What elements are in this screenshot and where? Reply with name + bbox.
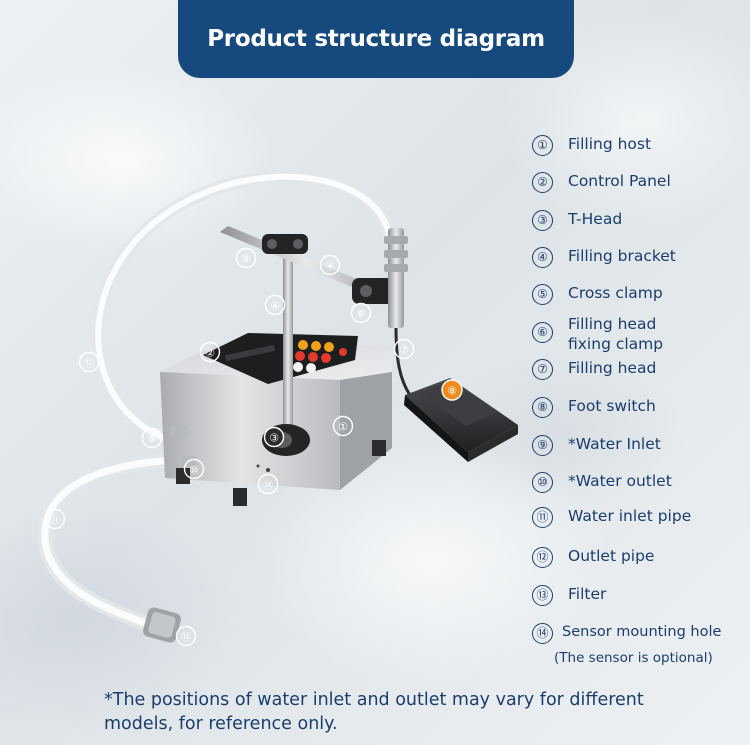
badge-5: ⑤ — [235, 247, 257, 269]
badge-7: ⑦ — [393, 338, 415, 360]
legend-item-filter: ⑬ Filter — [532, 584, 606, 606]
sensor-optional-note: (The sensor is optional) — [554, 650, 713, 666]
legend-number: ⑪ — [532, 507, 553, 528]
svg-text:⑬: ⑬ — [181, 632, 191, 644]
legend-item-filling-host: ① Filling host — [532, 134, 651, 156]
legend-label: Filling host — [568, 135, 652, 153]
legend-label: Filling head — [568, 359, 657, 377]
legend-label: Sensor mounting hole — [562, 624, 722, 640]
svg-text:⑧: ⑧ — [447, 385, 457, 398]
legend-number: ⑫ — [532, 547, 553, 568]
legend-number: ① — [532, 135, 553, 156]
filling-host — [160, 345, 392, 506]
filling-head — [384, 228, 412, 396]
legend-number: ⑨ — [532, 435, 553, 456]
legend-item-control-panel: ② Control Panel — [532, 171, 671, 193]
legend-item-outlet-pipe: ⑫ Outlet pipe — [532, 546, 654, 568]
legend-item-filling-bracket: ④ Filling bracket — [532, 246, 676, 268]
legend-label: Filter — [568, 585, 607, 603]
badge-12: ⑫ — [78, 351, 100, 373]
legend-label: Filling bracket — [568, 247, 676, 265]
svg-text:⑭: ⑭ — [263, 480, 273, 492]
legend-item-water-inlet: ⑨ *Water Inlet — [532, 434, 661, 456]
legend-number: ③ — [532, 210, 553, 231]
badge-13: ⑬ — [175, 625, 197, 647]
filter — [143, 607, 181, 643]
legend-number: ⑧ — [532, 397, 553, 418]
legend-item-foot-switch: ⑧ Foot switch — [532, 396, 656, 418]
footnote: *The positions of water inlet and outlet… — [104, 690, 644, 734]
badge-2: ② — [199, 341, 221, 363]
legend-label: *Water Inlet — [568, 435, 661, 453]
legend-label: Outlet pipe — [568, 547, 655, 565]
legend-item-filling-head-fixing-clamp: ⑥ Filling head fixing clamp — [532, 314, 698, 354]
filling-machine-illustration: ① ② ③ ④ ④ ⑤ ⑥ ⑦ ⑧ ⑨ ⑩ ⑪ ⑫ ⑬ ⑭ — [37, 170, 518, 647]
water-inlet-pipe — [37, 452, 198, 633]
legend-label: *Water outlet — [568, 472, 672, 490]
legend-number: ⑦ — [532, 359, 553, 380]
legend-number: ⑬ — [532, 585, 553, 606]
filling-bracket — [283, 248, 293, 443]
legend-item-filling-head: ⑦ Filling head — [532, 358, 656, 380]
legend-label: Control Panel — [568, 172, 671, 190]
badge-8: ⑧ — [441, 379, 463, 401]
legend-number: ② — [532, 172, 553, 193]
svg-text:⑫: ⑫ — [84, 358, 94, 370]
legend-item-water-outlet: ⑩ *Water outlet — [532, 471, 672, 493]
badge-9: ⑨ — [141, 427, 163, 449]
svg-text:⑤: ⑤ — [241, 253, 251, 266]
svg-text:⑨: ⑨ — [147, 433, 157, 446]
cross-clamp — [262, 234, 308, 254]
control-panel — [203, 333, 358, 384]
legend-label: Filling head fixing clamp — [568, 315, 664, 353]
title-banner: Product structure diagram — [178, 0, 574, 78]
page-title: Product structure diagram — [207, 26, 545, 52]
legend-label: Water inlet pipe — [568, 507, 692, 525]
legend-number: ⑤ — [532, 284, 553, 305]
legend-label: T-Head — [568, 210, 623, 228]
badge-11: ⑪ — [44, 508, 66, 530]
svg-text:⑪: ⑪ — [50, 515, 60, 527]
svg-text:⑩: ⑩ — [190, 466, 199, 477]
legend-number: ⑭ — [532, 623, 553, 644]
legend-item-cross-clamp: ⑤ Cross clamp — [532, 283, 663, 305]
foot-switch — [404, 378, 518, 462]
svg-text:③: ③ — [269, 432, 279, 445]
legend-number: ⑥ — [532, 322, 553, 343]
badge-4b: ④ — [264, 294, 286, 316]
svg-text:④: ④ — [325, 260, 335, 273]
legend-label: Foot switch — [568, 397, 656, 415]
legend-item-t-head: ③ T-Head — [532, 209, 622, 231]
badge-1: ① — [332, 415, 354, 437]
svg-text:⑦: ⑦ — [399, 344, 409, 357]
legend-item-sensor-mounting-hole: ⑭ Sensor mounting hole — [532, 622, 721, 644]
legend-label: Cross clamp — [568, 284, 663, 302]
badge-6: ⑥ — [350, 302, 372, 324]
badge-4: ④ — [319, 254, 341, 276]
svg-text:②: ② — [205, 347, 215, 360]
legend-number: ④ — [532, 247, 553, 268]
badge-3: ③ — [263, 426, 285, 448]
parts-legend: ① Filling host ② Control Panel ③ T-Head … — [532, 132, 747, 672]
svg-text:④: ④ — [270, 300, 280, 313]
svg-text:⑥: ⑥ — [356, 308, 366, 321]
badge-10: ⑩ — [183, 458, 205, 480]
badge-14: ⑭ — [257, 473, 279, 495]
svg-text:①: ① — [338, 421, 348, 434]
legend-item-water-inlet-pipe: ⑪ Water inlet pipe — [532, 506, 691, 528]
legend-number: ⑩ — [532, 472, 553, 493]
